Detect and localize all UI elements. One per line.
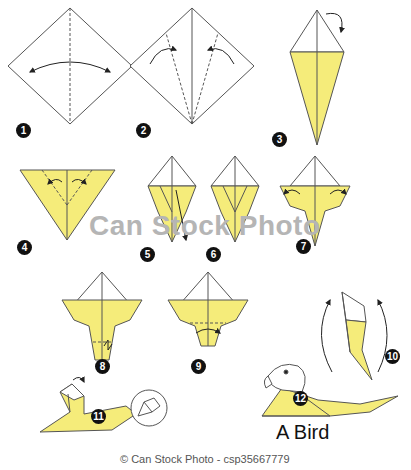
paper-square <box>130 8 254 124</box>
triangle-fold <box>72 179 86 184</box>
kite-fold <box>290 10 344 145</box>
finished-bird <box>262 416 330 417</box>
wing-fold <box>330 190 346 194</box>
bird-head-fold <box>60 384 84 400</box>
paper-square <box>192 8 193 124</box>
finished-bird <box>262 364 398 416</box>
bird-head-fold <box>73 377 84 382</box>
bird-head-fold <box>131 390 167 426</box>
paper-square <box>8 8 132 124</box>
bird-head-fold <box>68 394 70 412</box>
step-number: 11 <box>91 409 106 424</box>
finished-bird <box>268 364 305 392</box>
paper-square <box>30 62 110 72</box>
bird-head-fold <box>138 398 160 416</box>
triangle-fold <box>48 179 62 184</box>
bird-fold <box>321 300 332 372</box>
step-number: 7 <box>296 239 311 254</box>
bird-fold <box>378 300 387 372</box>
tail-fold <box>196 329 220 333</box>
triangle-fold <box>42 170 67 205</box>
kite-fold <box>326 13 342 32</box>
bird-head-fold <box>40 377 167 432</box>
paper-square <box>208 49 234 64</box>
paper-square <box>150 49 176 64</box>
finished-bird <box>284 370 288 374</box>
step-number: 6 <box>206 247 221 262</box>
head-fold <box>235 186 247 212</box>
triangle-fold <box>67 170 92 205</box>
bird-fold <box>321 292 387 380</box>
watermark: Can Stock Photo <box>89 210 321 242</box>
step-number: 2 <box>136 123 151 138</box>
bird-head-fold <box>40 384 136 432</box>
wing-fold <box>284 190 300 194</box>
kite-fold <box>317 10 318 145</box>
step-number: 10 <box>385 349 400 364</box>
tail-fold <box>62 272 142 360</box>
paper-square <box>192 33 218 124</box>
paper-square <box>166 33 192 124</box>
step-number: 4 <box>17 240 32 255</box>
step-number: 5 <box>140 247 155 262</box>
step-number: 3 <box>272 132 287 147</box>
paper-square <box>8 8 132 124</box>
head-fold <box>160 186 172 212</box>
paper-square <box>70 8 71 124</box>
step-number: 1 <box>16 123 31 138</box>
tail-fold <box>102 272 103 360</box>
tail-fold <box>168 272 248 346</box>
step-number: 12 <box>293 391 308 406</box>
head-fold <box>223 186 235 212</box>
step-number: 8 <box>95 359 110 374</box>
paper-square <box>130 8 254 124</box>
tail-fold <box>104 340 112 350</box>
bird-head-fold <box>144 402 152 412</box>
finished-bird <box>264 376 272 388</box>
title-text: A Bird <box>276 421 329 444</box>
tail-fold <box>208 272 209 346</box>
finished-bird <box>262 388 398 416</box>
bird-fold <box>342 292 350 352</box>
step-number: 9 <box>191 359 206 374</box>
tail-fold <box>190 323 226 324</box>
credit-line: © Can Stock Photo - csp35667779 <box>120 453 290 465</box>
